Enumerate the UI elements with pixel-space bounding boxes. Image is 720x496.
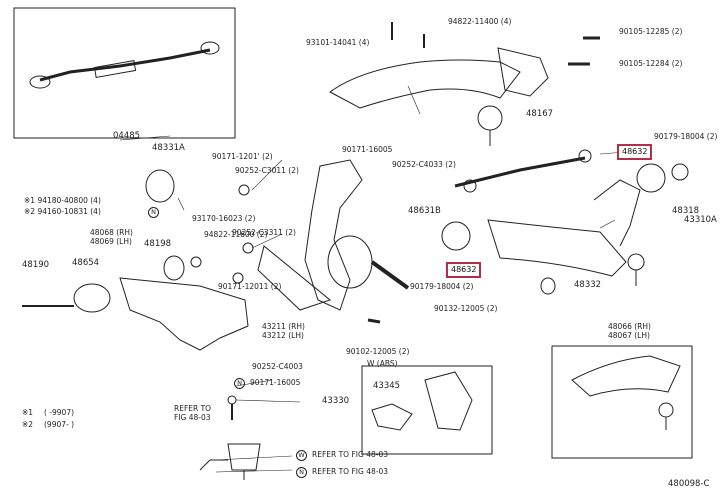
label-94160: ※2 94160-10831 (4) <box>24 207 101 216</box>
knuckle-body <box>304 159 363 311</box>
ball-joint-43330 <box>227 443 261 471</box>
label-94822-a: 94822-11600 (2) <box>204 230 268 239</box>
label-48654: 48654 <box>72 258 100 268</box>
label-90179-a: 90179-18004 (2) <box>654 132 718 141</box>
label-04485: 04485 <box>113 131 141 141</box>
upper-ball-joint <box>477 105 503 131</box>
label-48632-right: 48632 <box>617 144 653 160</box>
label-48167: 48167 <box>526 109 554 119</box>
label-43310a: 43310A <box>684 215 717 225</box>
bushing-48632-left <box>441 221 471 251</box>
label-48318: 48318 <box>672 206 700 216</box>
label-43330: 43330 <box>322 396 350 406</box>
label-48066: 48066 (RH) <box>608 322 651 331</box>
bushing-48198 <box>163 255 185 281</box>
label-43211: 43211 (RH) <box>262 322 305 331</box>
label-48069: 48069 (LH) <box>90 237 132 246</box>
circled-n-1: N <box>148 207 162 218</box>
circled-n-icon: N <box>296 467 307 478</box>
tie-rod-shaft <box>39 48 211 82</box>
inset-box <box>551 345 693 459</box>
bushing-48654 <box>73 283 111 313</box>
label-90102: 90102-12005 (2) <box>346 347 410 356</box>
knuckle-arm <box>257 245 332 311</box>
tie-rod-sleeve <box>93 60 137 78</box>
tie-rod-end-left <box>29 75 51 89</box>
circled-w-icon: W <box>296 450 307 461</box>
steering-rod <box>454 156 586 188</box>
tie-rod-box <box>13 7 236 139</box>
label-48632-left: 48632 <box>446 262 482 278</box>
label-90252-d: 90252-C4003 <box>252 362 303 371</box>
crossmember-48654 <box>119 277 249 351</box>
label-90179-b: 90179-18004 (2) <box>410 282 474 291</box>
label-90171-c: 90171-16005 <box>250 378 301 387</box>
tie-rod-end-right <box>200 41 220 55</box>
mount-48331A <box>145 169 175 203</box>
upper-arm-outline <box>329 59 521 109</box>
label-48068: 48068 (RH) <box>90 228 133 237</box>
bracket-48167 <box>497 47 549 97</box>
legend-text-1: ( -9907) <box>44 408 75 417</box>
refer-line-2: REFER TO FIG 48-03 <box>312 450 388 459</box>
label-90252-b: 90252-C3311 (2) <box>232 228 296 237</box>
label-90105-b: 90105-12284 (2) <box>619 59 683 68</box>
circled-n-icon: N <box>148 207 159 218</box>
label-90171-a: 90171-1201' (2) <box>212 152 273 161</box>
refer-line-1a: REFER TO <box>174 404 212 413</box>
label-90105-a: 90105-12285 (2) <box>619 27 683 36</box>
abs-box-title: W (ABS) <box>367 359 398 368</box>
label-94180: ※1 94180-40800 (4) <box>24 196 101 205</box>
diagram-id: 480098-C <box>668 479 710 489</box>
label-94822-b: 94822-11400 (4) <box>448 17 512 26</box>
circled-n-3: N <box>296 467 310 478</box>
circled-w-1: W <box>296 450 310 461</box>
label-43345: 43345 <box>373 381 401 391</box>
label-48631b: 48631B <box>408 206 441 216</box>
legend-mark-1: ※1 <box>22 408 34 417</box>
label-90252-a: 90252-C3011 (2) <box>235 166 299 175</box>
label-90132: 90132-12005 (2) <box>434 304 498 313</box>
lower-ball-joint <box>627 253 645 271</box>
label-90171-b: 90171-12011 (2) <box>218 282 282 291</box>
label-93170: 93170-16023 (2) <box>192 214 256 223</box>
lower-arm-outline <box>487 219 627 277</box>
bushing-48632-right <box>636 163 666 193</box>
label-90171-c-top: 90171-16005 <box>342 145 393 154</box>
label-48331a: 48331A <box>152 143 185 153</box>
refer-line-3: REFER TO FIG 48-03 <box>312 467 388 476</box>
label-93101: 93101-14041 (4) <box>306 38 370 47</box>
label-48067: 48067 (LH) <box>608 331 650 340</box>
refer-line-1b: FIG 48-03 <box>174 413 211 422</box>
abs-box <box>361 365 493 455</box>
legend-mark-2: ※2 <box>22 420 34 429</box>
label-48332: 48332 <box>574 280 602 290</box>
legend-text-2: (9907- ) <box>44 420 75 429</box>
label-48190: 48190 <box>22 260 50 270</box>
circled-n-2: N <box>234 378 248 389</box>
bump-stop-48332 <box>540 277 556 295</box>
label-43212: 43212 (LH) <box>262 331 304 340</box>
label-48198: 48198 <box>144 239 172 249</box>
circled-n-icon: N <box>234 378 245 389</box>
label-90252-c: 90252-C4033 (2) <box>392 160 456 169</box>
